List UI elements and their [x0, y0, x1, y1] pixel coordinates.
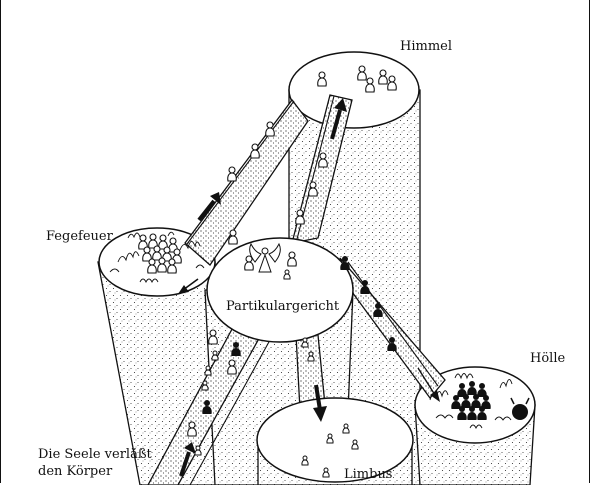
himmel-platform [289, 52, 419, 128]
label-limbus: Limbus [344, 467, 392, 482]
label-partikulargericht: Partikulargericht [226, 299, 340, 314]
label-himmel: Himmel [400, 39, 452, 54]
label-hoelle: Hölle [530, 351, 565, 366]
label-soul-line2: den Körper [38, 464, 113, 479]
label-fegefeuer: Fegefeuer [46, 229, 114, 244]
label-soul-line1: Die Seele verläßt [38, 447, 153, 462]
